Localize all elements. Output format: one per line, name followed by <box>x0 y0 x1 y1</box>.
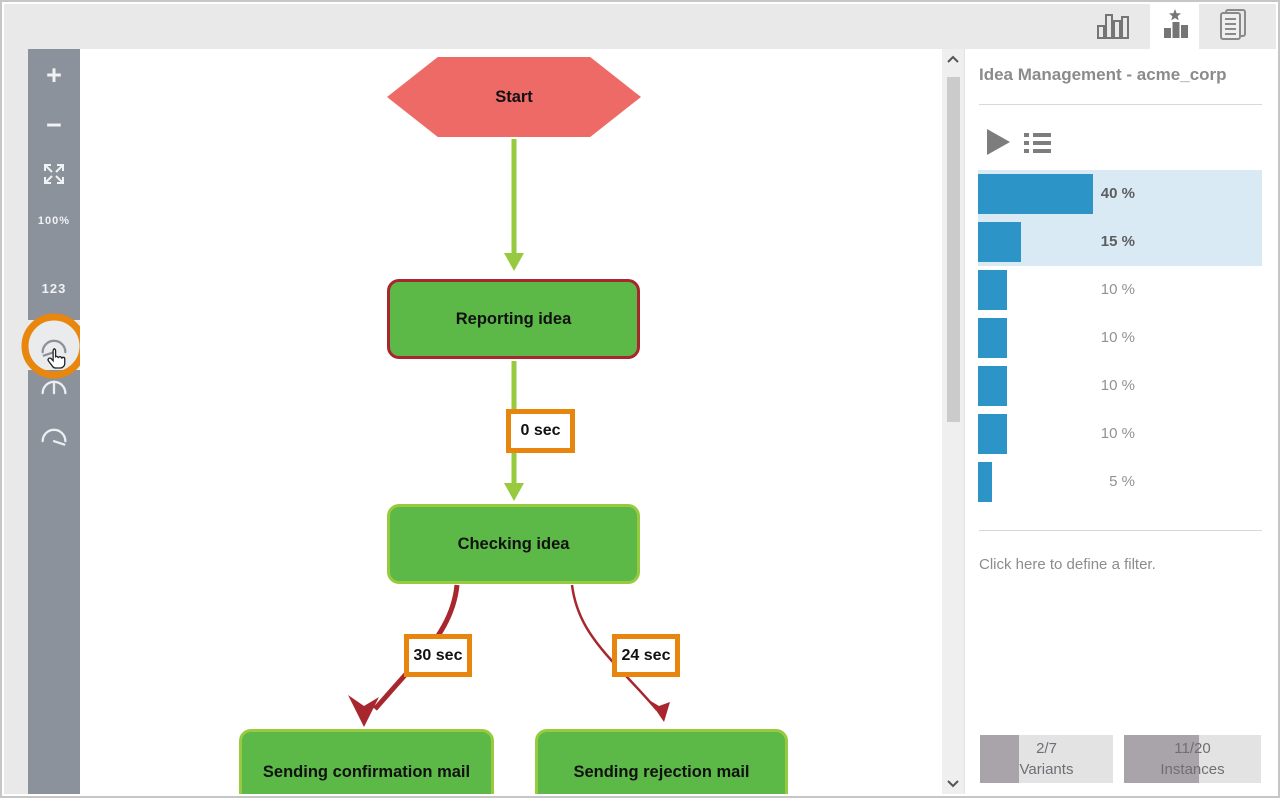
variant-bar <box>978 222 1021 262</box>
play-button[interactable] <box>985 128 1012 161</box>
top-bar <box>4 4 1276 49</box>
toolbar-sidebar: + − 100% 123 <box>28 49 80 794</box>
variant-percentage: 10 % <box>1100 425 1135 442</box>
variant-percentage: 15 % <box>1100 233 1135 250</box>
node-sending-confirmation-mail[interactable]: Sending confirmation mail <box>239 729 494 794</box>
variant-list-button[interactable] <box>1024 132 1051 159</box>
fit-to-screen-button[interactable] <box>28 162 80 191</box>
node-label: Reporting idea <box>455 309 572 328</box>
variant-row[interactable]: 10 % <box>978 362 1262 410</box>
variants-count: 2/7 <box>1036 740 1057 757</box>
edge-duration-label[interactable]: 24 sec <box>612 634 680 677</box>
node-label: Checking idea <box>457 534 570 553</box>
duration-text: 24 sec <box>621 646 671 664</box>
zoom-level-indicator[interactable]: 100% <box>37 215 71 227</box>
instances-badge-fill <box>1124 735 1200 783</box>
duration-text: 30 sec <box>413 646 463 664</box>
variant-percentage: 10 % <box>1100 329 1135 346</box>
variant-bar <box>978 366 1007 406</box>
instances-label: Instances <box>1160 761 1225 778</box>
node-label: Sending confirmation mail <box>262 762 471 781</box>
scroll-up-button[interactable] <box>944 53 962 67</box>
node-reporting-idea[interactable]: Reporting idea <box>387 279 640 359</box>
node-start[interactable]: Start <box>387 57 641 137</box>
zoom-out-button[interactable]: − <box>46 110 62 140</box>
instances-badge[interactable]: 11/20 Instances <box>1124 735 1261 783</box>
variant-row[interactable]: 5 % <box>978 458 1262 506</box>
gauge-high-button[interactable] <box>28 423 80 453</box>
variant-percentage: 10 % <box>1100 281 1135 298</box>
variant-bar <box>978 174 1093 214</box>
node-checking-idea[interactable]: Checking idea <box>387 504 640 584</box>
column-chart-icon <box>1095 8 1131 45</box>
variant-row[interactable]: 40 % <box>978 170 1262 218</box>
divider <box>979 530 1262 531</box>
variant-bar <box>978 414 1007 454</box>
numbers-toggle-button[interactable]: 123 <box>41 281 67 296</box>
variant-bar <box>978 270 1007 310</box>
expand-icon <box>42 164 66 190</box>
gauge-low-button[interactable] <box>28 334 80 364</box>
divider <box>979 104 1262 105</box>
define-filter-link[interactable]: Click here to define a filter. <box>979 556 1156 573</box>
zoom-in-button[interactable]: + <box>46 60 62 90</box>
gauge-mid-button[interactable] <box>28 375 80 405</box>
node-sending-rejection-mail[interactable]: Sending rejection mail <box>535 729 788 794</box>
variant-bar <box>978 462 992 502</box>
scroll-down-button[interactable] <box>944 776 962 790</box>
gauge-needle-up-icon <box>39 380 69 404</box>
process-canvas[interactable]: Start Reporting idea Checking idea Sendi… <box>80 49 942 794</box>
scrollbar-thumb[interactable] <box>947 77 960 422</box>
variant-percentage: 40 % <box>1100 185 1135 202</box>
edge-duration-label[interactable]: 30 sec <box>404 634 472 677</box>
tab-documents[interactable] <box>1201 4 1263 49</box>
tab-column-chart[interactable] <box>1085 4 1141 49</box>
variant-row[interactable]: 10 % <box>978 410 1262 458</box>
variant-bar <box>978 318 1007 358</box>
variant-row[interactable]: 10 % <box>978 266 1262 314</box>
variant-percentage: 5 % <box>1109 473 1135 490</box>
panel-title: Idea Management - acme_corp <box>979 65 1227 84</box>
left-margin <box>4 49 28 794</box>
variant-percentage: 10 % <box>1100 377 1135 394</box>
variants-badge-fill <box>980 735 1019 783</box>
canvas-scrollbar[interactable] <box>942 49 964 794</box>
tab-variant-explorer[interactable] <box>1150 4 1199 49</box>
instances-count: 11/20 <box>1174 740 1211 757</box>
analysis-panel: Idea Management - acme_corp 40 % 15 % 10… <box>964 49 1276 794</box>
gauge-needle-right-icon <box>39 428 69 452</box>
variant-row[interactable]: 15 % <box>978 218 1262 266</box>
edge-duration-label[interactable]: 0 sec <box>506 409 575 453</box>
documents-icon <box>1215 7 1249 46</box>
variants-label: Variants <box>1019 761 1074 778</box>
variant-row[interactable]: 10 % <box>978 314 1262 362</box>
node-label: Start <box>495 87 533 106</box>
duration-text: 0 sec <box>520 422 561 439</box>
gauge-needle-left-icon <box>39 339 69 363</box>
node-label: Sending rejection mail <box>573 762 750 781</box>
variant-frequency-list: 40 % 15 % 10 % 10 % 10 % 10 % 5 % <box>965 170 1276 506</box>
variant-explorer-icon <box>1158 7 1192 46</box>
variants-badge[interactable]: 2/7 Variants <box>980 735 1113 783</box>
